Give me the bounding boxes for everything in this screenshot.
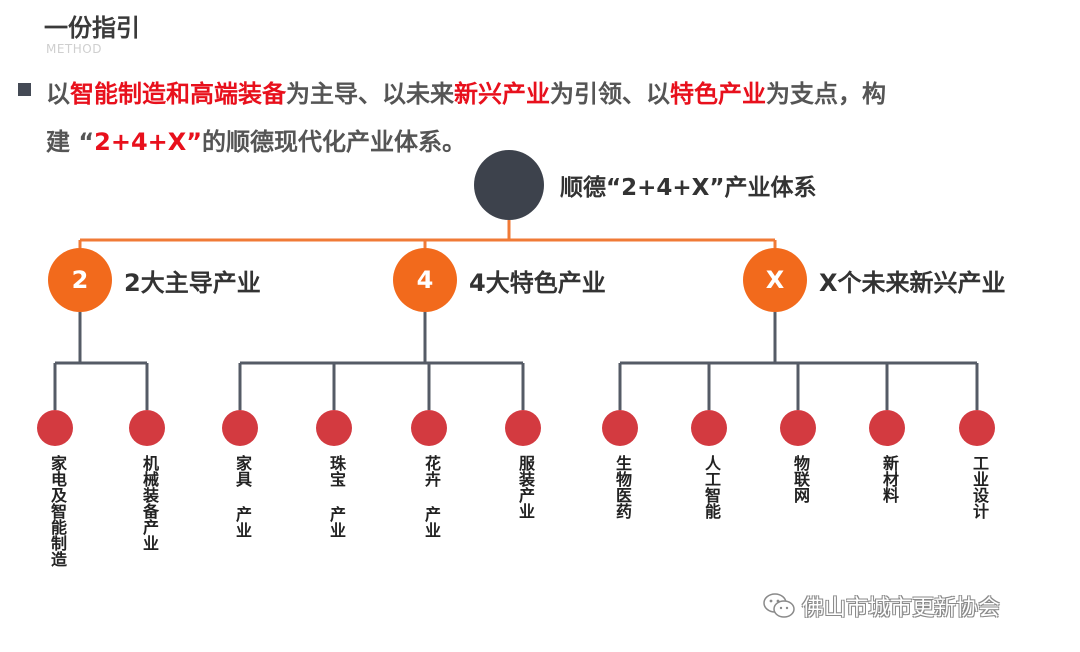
leaf-label: 人工智能 xyxy=(702,455,721,519)
section-subtitle: METHOD xyxy=(46,42,102,56)
leaf-node xyxy=(869,410,905,446)
category-node-2: X xyxy=(743,248,807,312)
line1-segment: 新兴产业 xyxy=(454,80,550,108)
line1-segment: 为引领、以 xyxy=(550,80,670,108)
watermark-text: 佛山市城市更新协会 xyxy=(802,596,1001,621)
leaf-node xyxy=(602,410,638,446)
root-label: 顺德“2+4+X”产业体系 xyxy=(560,175,817,201)
category-label-2: X个未来新兴产业 xyxy=(819,269,1006,297)
line1-segment: 智能制造和高端装备 xyxy=(70,80,286,108)
line2-segment: 建 “ xyxy=(46,128,95,156)
leaf-label: 工业设计 xyxy=(970,455,989,519)
leaf-node xyxy=(505,410,541,446)
category-label-0: 2大主导产业 xyxy=(124,269,261,297)
leaf-label: 机械装备产业 xyxy=(140,455,159,551)
watermark: 佛山市城市更新协会 xyxy=(762,590,1000,622)
line1-segment: 特色产业 xyxy=(670,80,766,108)
leaf-label: 珠宝 产业 xyxy=(327,455,346,538)
intro-line-2: 建 “2+4+X”的顺德现代化产业体系。 xyxy=(46,122,466,157)
leaf-node xyxy=(222,410,258,446)
leaf-node xyxy=(411,410,447,446)
leaf-node xyxy=(129,410,165,446)
root-node xyxy=(474,150,544,220)
line1-segment: 为支点，构 xyxy=(766,80,886,108)
leaf-node xyxy=(780,410,816,446)
line1-segment: 为主导、以未来 xyxy=(286,80,454,108)
leaf-node xyxy=(691,410,727,446)
leaf-label: 新材料 xyxy=(880,455,899,503)
category-node-1: 4 xyxy=(393,248,457,312)
leaf-label: 家电及智能制造 xyxy=(48,455,67,567)
leaf-label: 家具 产业 xyxy=(233,455,252,538)
leaf-label: 物联网 xyxy=(791,455,810,503)
leaf-node xyxy=(959,410,995,446)
line2-segment: 2+4+X” xyxy=(94,128,203,156)
category-label-1: 4大特色产业 xyxy=(469,269,606,297)
intro-line-1: 以智能制造和高端装备为主导、以未来新兴产业为引领、以特色产业为支点，构 xyxy=(46,74,886,109)
line1-segment: 以 xyxy=(46,80,70,108)
category-node-0: 2 xyxy=(48,248,112,312)
leaf-label: 生物医药 xyxy=(613,455,632,519)
wechat-icon xyxy=(763,593,795,618)
line2-segment: 的顺德现代化产业体系。 xyxy=(202,128,467,156)
leaf-node xyxy=(316,410,352,446)
section-title: 一份指引 xyxy=(44,14,140,42)
leaf-node xyxy=(37,410,73,446)
bullet-square-icon xyxy=(18,83,31,96)
leaf-label: 服装产业 xyxy=(516,455,535,519)
leaf-label: 花卉 产业 xyxy=(422,455,441,538)
